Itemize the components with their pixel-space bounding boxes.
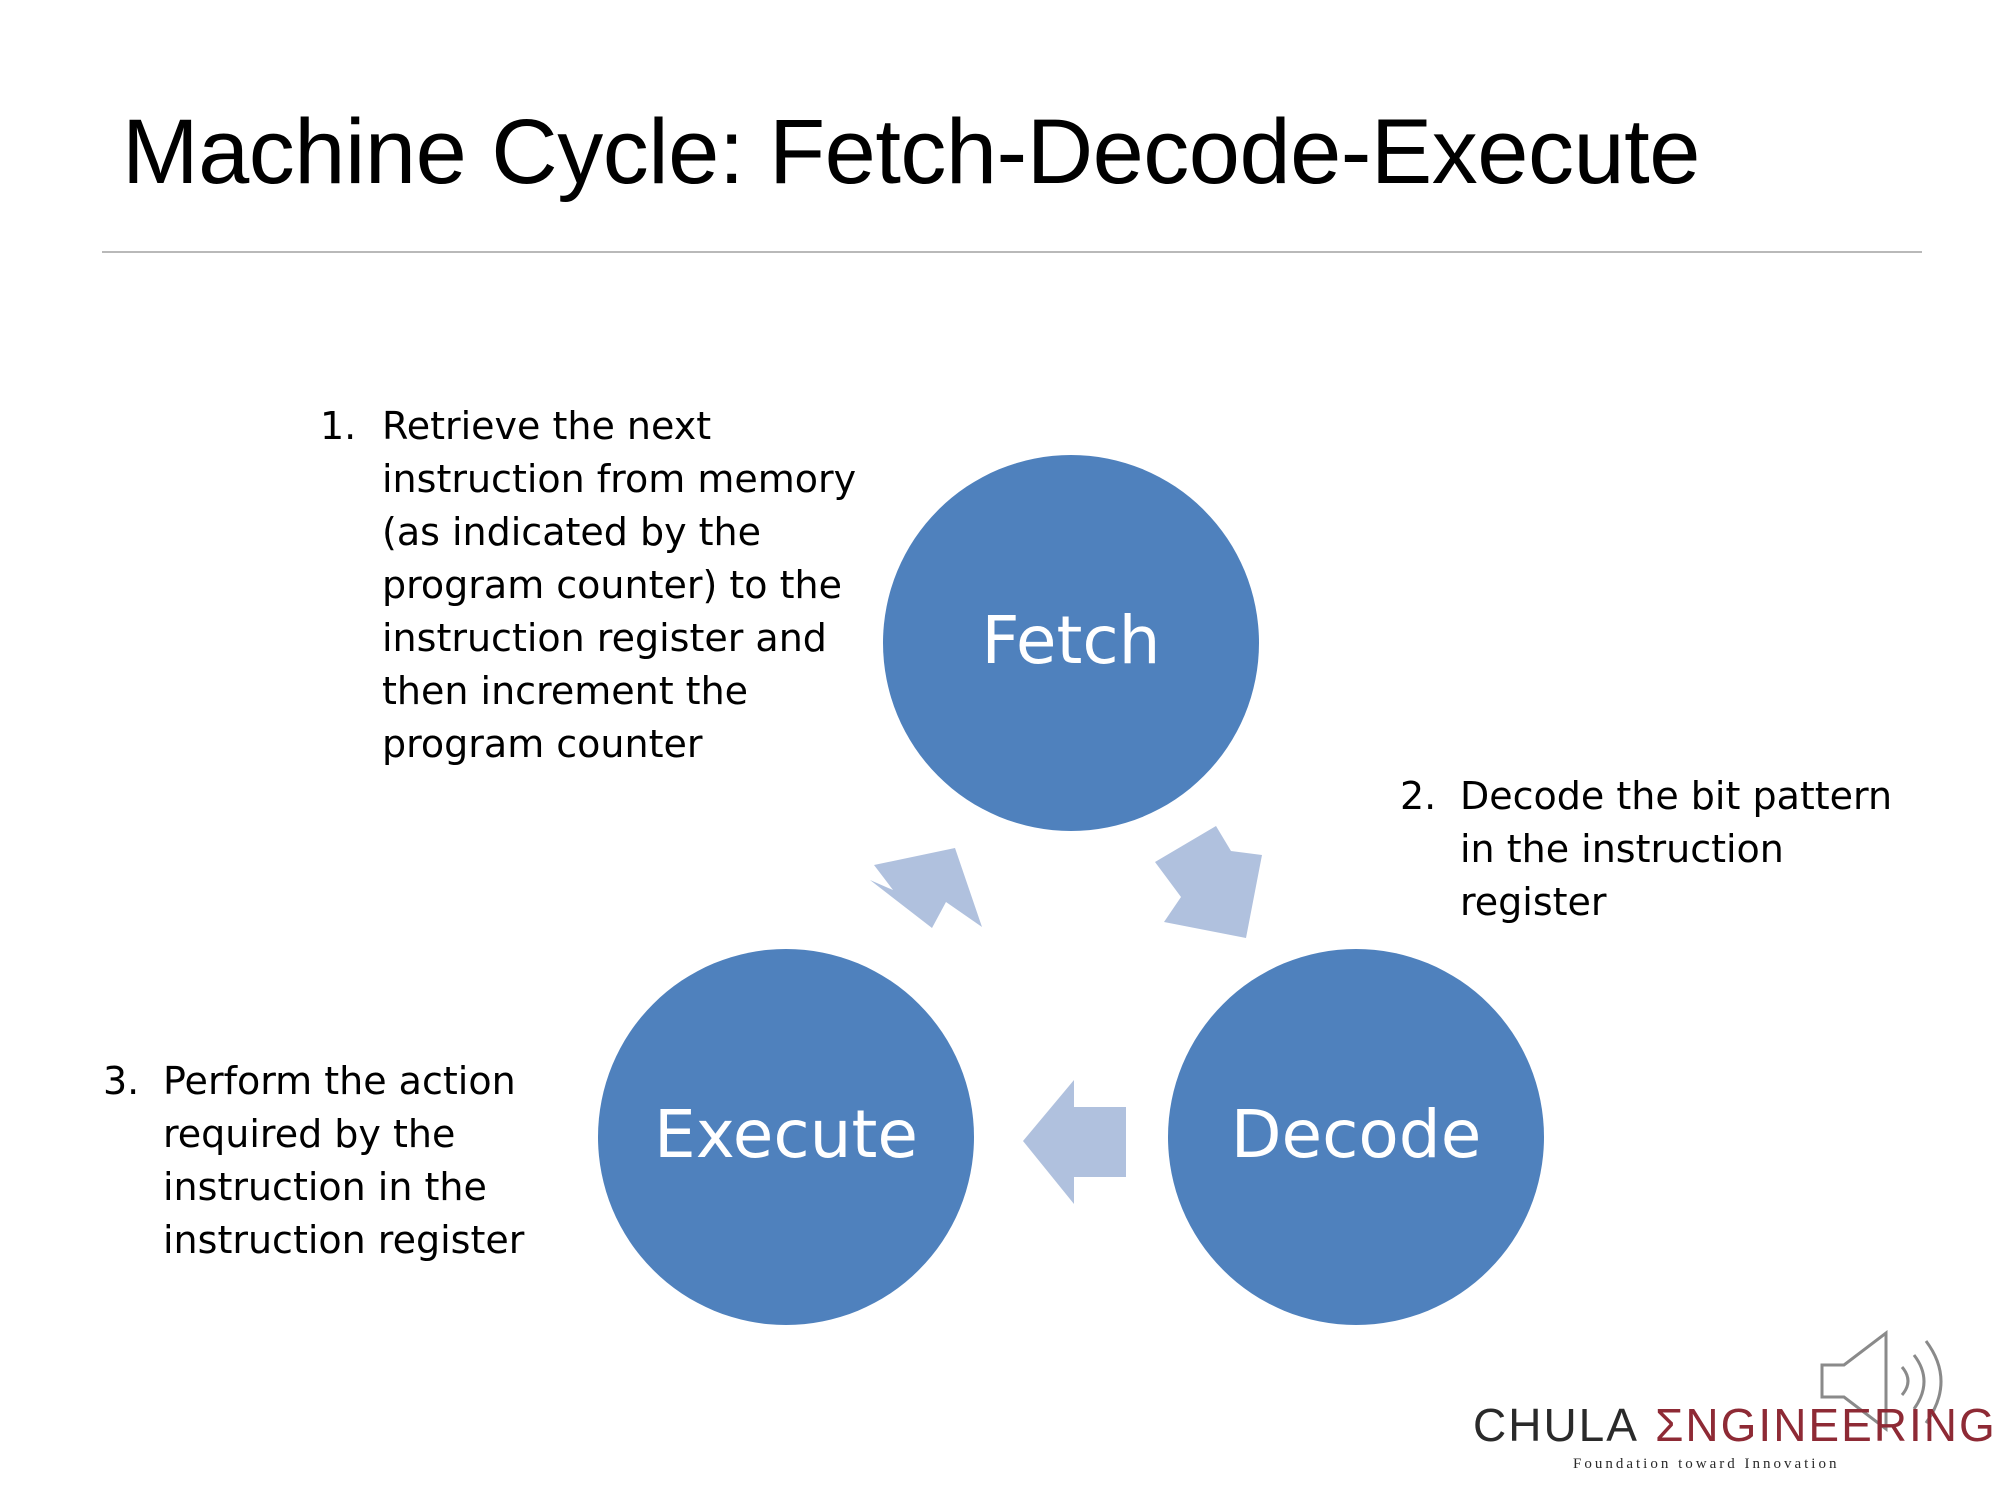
step-number: 3. xyxy=(103,1059,140,1103)
execute-label: Execute xyxy=(654,1096,918,1173)
logo-chula-text: CHULA xyxy=(1473,1399,1639,1451)
title-divider xyxy=(102,251,1922,253)
step-text: Decode the bit pattern in the instructio… xyxy=(1460,774,1893,924)
arrow-execute-to-fetch xyxy=(870,848,982,928)
slide-title: Machine Cycle: Fetch-Decode-Execute xyxy=(122,101,1700,203)
execute-node xyxy=(598,949,974,1325)
step-text: Perform the action required by the instr… xyxy=(163,1059,525,1262)
arrow-fetch-to-decode xyxy=(1155,826,1262,938)
logo-tagline: Foundation toward Innovation xyxy=(1573,1456,1840,1472)
step-number: 2. xyxy=(1400,774,1437,818)
decode-node xyxy=(1168,949,1544,1325)
fetch-label: Fetch xyxy=(982,602,1161,679)
chula-engineering-logo: CHULA ΣNGINEERING Foundation toward Inno… xyxy=(1435,1398,1995,1498)
speaker-icon[interactable] xyxy=(1810,1325,1970,1435)
decode-label: Decode xyxy=(1231,1096,1482,1173)
arrow-decode-to-execute xyxy=(1023,1080,1126,1204)
logo-engineering-text: ΣNGINEERING xyxy=(1655,1399,1997,1451)
fetch-node xyxy=(883,455,1259,831)
step-text: Retrieve the next instruction from memor… xyxy=(382,404,857,766)
step-number: 1. xyxy=(320,404,357,448)
